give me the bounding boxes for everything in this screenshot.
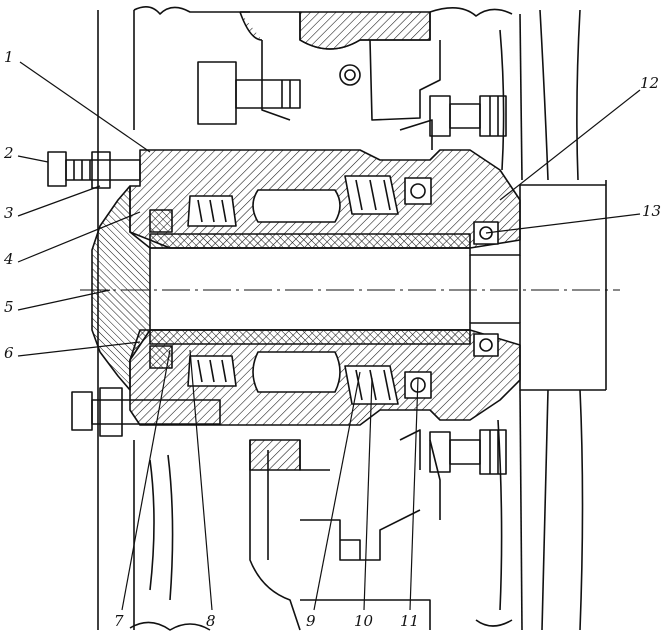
callout-11: 11 <box>400 612 420 630</box>
bearings <box>187 175 399 405</box>
callout-1: 1 <box>4 48 14 66</box>
callout-8: 8 <box>206 612 216 630</box>
stud-bolts <box>47 61 301 437</box>
callout-6: 6 <box>4 344 14 362</box>
callout-5: 5 <box>4 298 14 316</box>
seals <box>149 177 499 399</box>
callout-10: 10 <box>354 612 374 630</box>
brake-carrier-bottom <box>249 439 441 631</box>
inner-sleeve <box>149 233 471 345</box>
leader-lines <box>17 61 641 611</box>
callout-7: 7 <box>114 612 124 630</box>
callout-2: 2 <box>4 144 14 162</box>
callout-9: 9 <box>306 612 316 630</box>
sensor-connectors <box>399 95 507 475</box>
brake-carrier-top <box>239 11 441 121</box>
callout-13: 13 <box>642 202 662 220</box>
callout-3: 3 <box>4 204 14 222</box>
callout-4: 4 <box>4 250 14 268</box>
callout-12: 12 <box>640 74 660 92</box>
wheel-rim <box>97 6 607 631</box>
